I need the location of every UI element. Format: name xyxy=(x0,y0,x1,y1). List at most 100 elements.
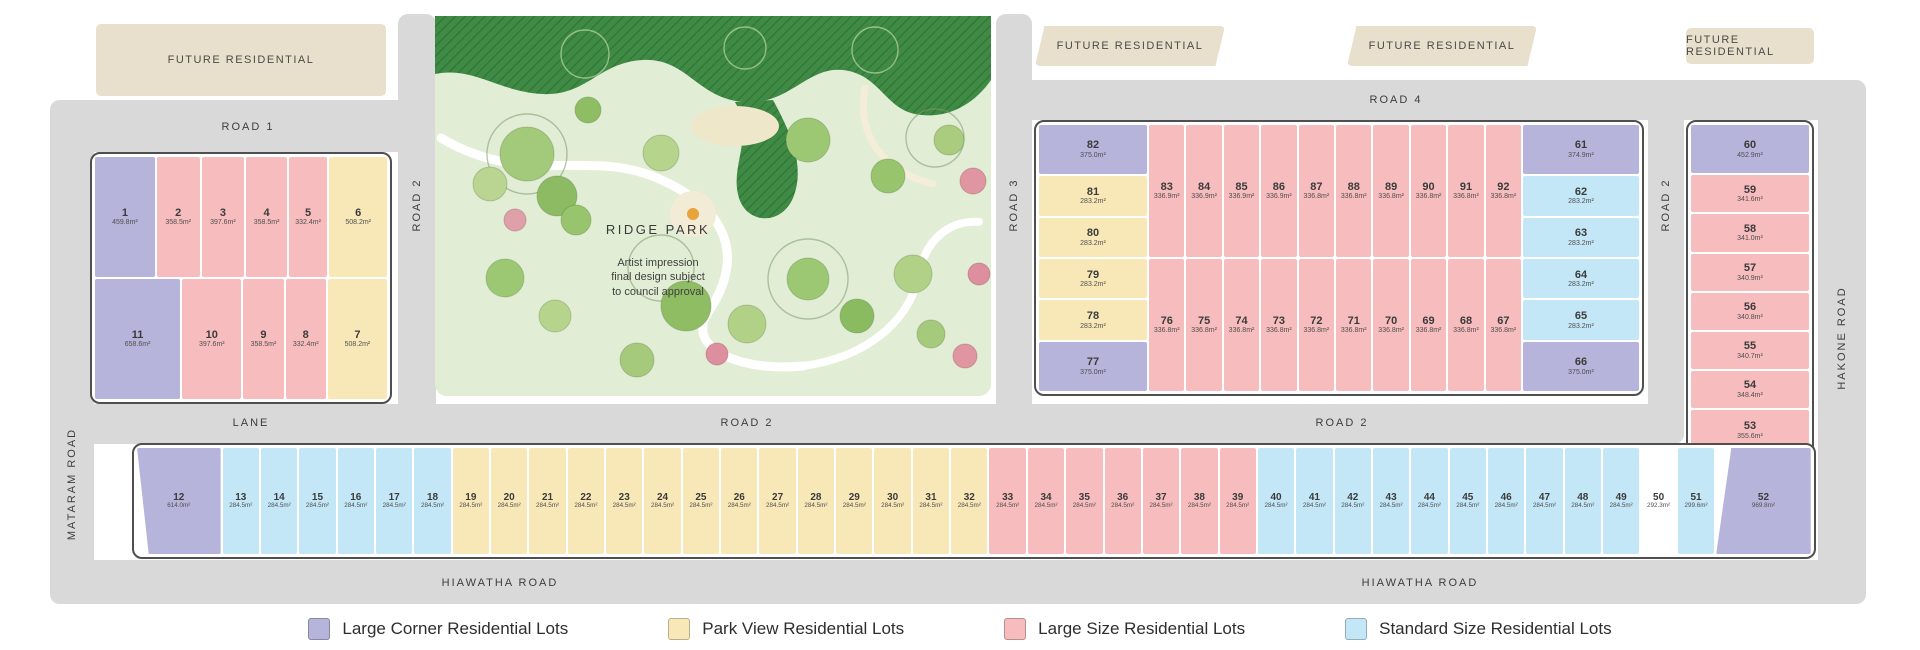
park-note-line: to council approval xyxy=(612,285,704,298)
park-illustration xyxy=(435,16,991,396)
lot-area: 284.5m² xyxy=(420,502,445,510)
lot-number: 56 xyxy=(1743,301,1757,314)
legend-swatch-standard xyxy=(1345,618,1368,640)
lot-number: 5 xyxy=(305,206,312,219)
lot-area: 336.8m² xyxy=(1266,327,1292,335)
mataram-road xyxy=(50,100,94,604)
